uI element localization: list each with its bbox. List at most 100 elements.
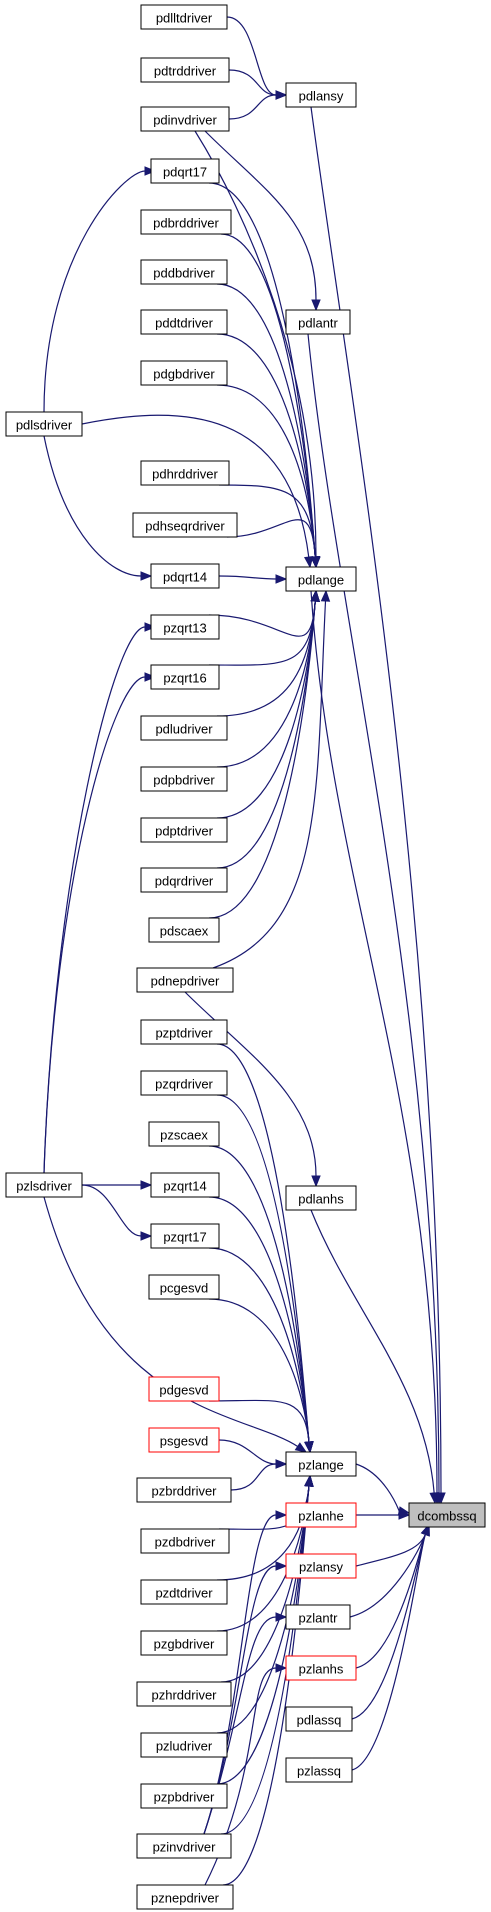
node-pzqrt17[interactable]: pzqrt17 — [150, 1223, 220, 1249]
node-box[interactable] — [140, 1732, 228, 1758]
node-pzdtdriver[interactable]: pzdtdriver — [140, 1579, 228, 1605]
node-box[interactable] — [140, 1783, 228, 1809]
node-box[interactable] — [136, 1884, 234, 1910]
node-pdnepdriver[interactable]: pdnepdriver — [136, 967, 234, 993]
node-box[interactable] — [150, 563, 220, 589]
node-pzdbdriver[interactable]: pzdbdriver — [140, 1528, 230, 1554]
node-box[interactable] — [140, 57, 230, 83]
node-pdlange[interactable]: pdlange — [285, 566, 357, 592]
node-pzlansy[interactable]: pzlansy — [285, 1553, 357, 1579]
node-box[interactable] — [140, 1070, 228, 1096]
node-box[interactable] — [136, 1833, 232, 1859]
node-box[interactable] — [285, 1604, 351, 1630]
node-pdgbdriver[interactable]: pdgbdriver — [140, 360, 228, 386]
node-pdlantr[interactable]: pdlantr — [285, 309, 351, 335]
node-pdlansy[interactable]: pdlansy — [285, 82, 357, 108]
node-psgesvd[interactable]: psgesvd — [148, 1427, 220, 1453]
node-pzqrdriver[interactable]: pzqrdriver — [140, 1070, 228, 1096]
node-box[interactable] — [140, 1019, 228, 1045]
node-box[interactable] — [140, 209, 232, 235]
node-box[interactable] — [140, 766, 228, 792]
node-pzlanhe[interactable]: pzlanhe — [285, 1502, 357, 1528]
node-pzhrddriver[interactable]: pzhrddriver — [136, 1681, 232, 1707]
node-box[interactable] — [148, 1274, 220, 1300]
node-box[interactable] — [140, 1630, 228, 1656]
node-box[interactable] — [148, 1427, 220, 1453]
node-box[interactable] — [285, 1451, 357, 1477]
node-box[interactable] — [285, 309, 351, 335]
node-pdqrt17[interactable]: pdqrt17 — [150, 158, 220, 184]
node-box[interactable] — [140, 1579, 228, 1605]
node-box[interactable] — [408, 1502, 486, 1528]
node-pzgbdriver[interactable]: pzgbdriver — [140, 1630, 228, 1656]
node-pzinvdriver[interactable]: pzinvdriver — [136, 1833, 232, 1859]
node-pdptdriver[interactable]: pdptdriver — [140, 817, 228, 843]
node-pdlsdriver[interactable]: pdlsdriver — [5, 411, 83, 437]
node-pddtdriver[interactable]: pddtdriver — [140, 309, 228, 335]
node-box[interactable] — [285, 1502, 357, 1528]
node-box[interactable] — [140, 259, 228, 285]
node-box[interactable] — [148, 917, 220, 943]
node-box[interactable] — [150, 614, 220, 640]
node-pzqrt14[interactable]: pzqrt14 — [150, 1172, 220, 1198]
node-box[interactable] — [140, 1528, 230, 1554]
node-box[interactable] — [140, 817, 228, 843]
node-box[interactable] — [5, 411, 83, 437]
node-box[interactable] — [150, 1223, 220, 1249]
node-pzlsdriver[interactable]: pzlsdriver — [5, 1172, 83, 1198]
node-box[interactable] — [136, 1681, 232, 1707]
node-box[interactable] — [136, 1477, 232, 1503]
node-box[interactable] — [140, 106, 230, 132]
node-pdscaex[interactable]: pdscaex — [148, 917, 220, 943]
node-pdtrddriver[interactable]: pdtrddriver — [140, 57, 230, 83]
node-pdqrt14[interactable]: pdqrt14 — [150, 563, 220, 589]
node-box[interactable] — [140, 715, 228, 741]
node-box[interactable] — [132, 512, 238, 538]
node-box[interactable] — [285, 1553, 357, 1579]
node-pzludriver[interactable]: pzludriver — [140, 1732, 228, 1758]
node-pdludriver[interactable]: pdludriver — [140, 715, 228, 741]
node-box[interactable] — [5, 1172, 83, 1198]
node-box[interactable] — [285, 82, 357, 108]
node-pzlanhs[interactable]: pzlanhs — [285, 1655, 357, 1681]
node-box[interactable] — [150, 664, 220, 690]
node-pdpbdriver[interactable]: pdpbdriver — [140, 766, 228, 792]
node-pznepdriver[interactable]: pznepdriver — [136, 1884, 234, 1910]
node-box[interactable] — [148, 1121, 220, 1147]
node-pzbrddriver[interactable]: pzbrddriver — [136, 1477, 232, 1503]
node-box[interactable] — [140, 360, 228, 386]
node-box[interactable] — [285, 566, 357, 592]
node-pdgesvd[interactable]: pdgesvd — [148, 1376, 220, 1402]
node-box[interactable] — [148, 1376, 220, 1402]
node-pdhrddriver[interactable]: pdhrddriver — [140, 460, 230, 486]
node-box[interactable] — [285, 1706, 353, 1732]
node-pdinvdriver[interactable]: pdinvdriver — [140, 106, 230, 132]
node-dcombssq[interactable]: dcombssq — [408, 1502, 486, 1528]
node-pzlantr[interactable]: pzlantr — [285, 1604, 351, 1630]
node-pcgesvd[interactable]: pcgesvd — [148, 1274, 220, 1300]
node-pdlltdriver[interactable]: pdlltdriver — [140, 4, 228, 30]
node-box[interactable] — [285, 1655, 357, 1681]
node-pzpbdriver[interactable]: pzpbdriver — [140, 1783, 228, 1809]
node-pdqrdriver[interactable]: pdqrdriver — [140, 867, 228, 893]
node-pzlassq[interactable]: pzlassq — [285, 1757, 353, 1783]
node-pzqrt13[interactable]: pzqrt13 — [150, 614, 220, 640]
node-box[interactable] — [285, 1757, 353, 1783]
node-pzlange[interactable]: pzlange — [285, 1451, 357, 1477]
node-box[interactable] — [150, 158, 220, 184]
node-box[interactable] — [136, 967, 234, 993]
node-pddbdriver[interactable]: pddbdriver — [140, 259, 228, 285]
node-box[interactable] — [285, 1185, 357, 1211]
node-pdbrddriver[interactable]: pdbrddriver — [140, 209, 232, 235]
node-pzscaex[interactable]: pzscaex — [148, 1121, 220, 1147]
node-pzptdriver[interactable]: pzptdriver — [140, 1019, 228, 1045]
node-pdhseqrdriver[interactable]: pdhseqrdriver — [132, 512, 238, 538]
node-pdlassq[interactable]: pdlassq — [285, 1706, 353, 1732]
node-pdlanhs[interactable]: pdlanhs — [285, 1185, 357, 1211]
node-pzqrt16[interactable]: pzqrt16 — [150, 664, 220, 690]
node-box[interactable] — [140, 460, 230, 486]
node-box[interactable] — [140, 309, 228, 335]
node-box[interactable] — [140, 867, 228, 893]
node-box[interactable] — [150, 1172, 220, 1198]
node-box[interactable] — [140, 4, 228, 30]
